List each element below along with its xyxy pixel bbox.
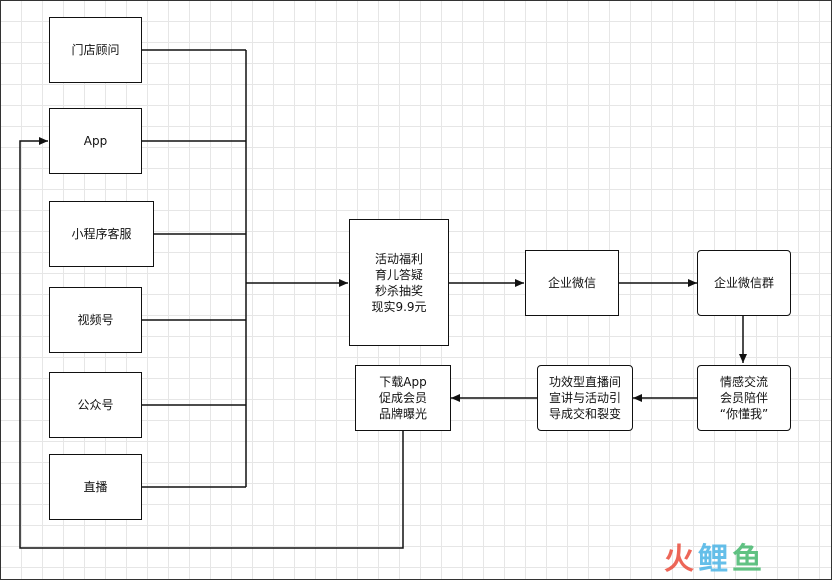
source-official-account: 公众号 — [49, 372, 142, 438]
watermark-char-3: 鱼 — [732, 542, 766, 577]
source-miniprogram-service: 小程序客服 — [49, 201, 154, 267]
connector-download-loop — [19, 137, 404, 549]
download-app-box: 下载App 促成会员 品牌曝光 — [355, 365, 451, 431]
source-video-account: 视频号 — [49, 287, 142, 353]
emotion-box: 情感交流 会员陪伴 “你懂我” — [697, 365, 791, 431]
activity-box: 活动福利 育儿答疑 秒杀抽奖 现实9.9元 — [349, 219, 449, 346]
source-store-advisor: 门店顾问 — [49, 17, 142, 83]
source-app: App — [49, 108, 142, 174]
wecom-box: 企业微信 — [525, 250, 619, 316]
live-room-box: 功效型直播间 宣讲与活动引 导成交和裂变 — [537, 365, 633, 431]
watermark-logo: 火 鲤 鱼 — [664, 536, 766, 577]
source-livestream: 直播 — [49, 454, 142, 520]
watermark-char-1: 火 — [664, 542, 698, 577]
wecom-group-box: 企业微信群 — [697, 250, 791, 316]
watermark-char-2: 鲤 — [698, 542, 732, 577]
